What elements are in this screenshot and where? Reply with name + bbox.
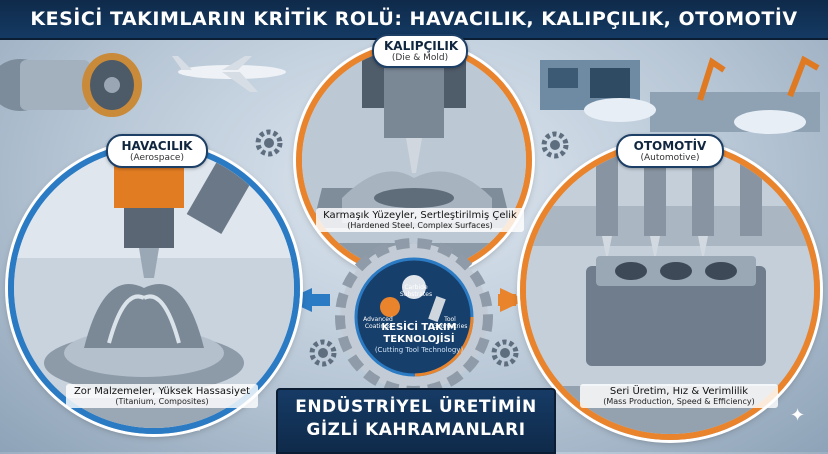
factory-line-icon	[540, 55, 820, 134]
airplane-icon	[172, 56, 286, 92]
aerospace-label: HAVACILIK (Aerospace)	[106, 134, 208, 168]
center-item-coatings: Advanced Coatings	[363, 316, 393, 330]
die-mold-label: KALIPÇILIK (Die & Mold)	[372, 34, 468, 68]
bottom-banner: ENDÜSTRİYEL ÜRETİMİN GİZLİ KAHRAMANLARI	[276, 388, 556, 454]
banner-line-1: ENDÜSTRİYEL ÜRETİMİN	[295, 397, 537, 417]
gear-icon	[255, 129, 283, 157]
banner-line-2: GİZLİ KAHRAMANLARI	[306, 420, 526, 440]
center-item-geometries: Tool Geometries	[432, 316, 468, 330]
coating-icon	[380, 297, 400, 317]
sparkle-icon: ✦	[790, 405, 806, 426]
carbide-insert-icon	[402, 275, 426, 299]
center-item-carbide: Carbide Substrates	[399, 284, 433, 298]
mold-block-icon	[302, 48, 526, 272]
gear-icon	[491, 339, 519, 367]
aerospace-caption: Zor Malzemeler, Yüksek Hassasiyet (Titan…	[66, 384, 258, 408]
die-mold-caption: Karmaşık Yüzeyler, Sertleştirilmiş Çelik…	[316, 208, 524, 232]
center-title-block: KESİCİ TAKIM TEKNOLOJİSİ (Cutting Tool T…	[374, 322, 464, 354]
center-gear-icon	[335, 238, 493, 395]
gear-icon	[541, 131, 569, 159]
drill-geometry-icon	[428, 296, 446, 322]
automotive-label: OTOMOTİV (Automotive)	[616, 134, 724, 168]
jet-engine-icon	[0, 53, 142, 117]
page-title: KESİCİ TAKIMLARIN KRİTİK ROLÜ: HAVACILIK…	[30, 8, 798, 30]
gear-icon	[309, 339, 337, 367]
automotive-caption: Seri Üretim, Hız & Verimlilik (Mass Prod…	[580, 384, 778, 408]
